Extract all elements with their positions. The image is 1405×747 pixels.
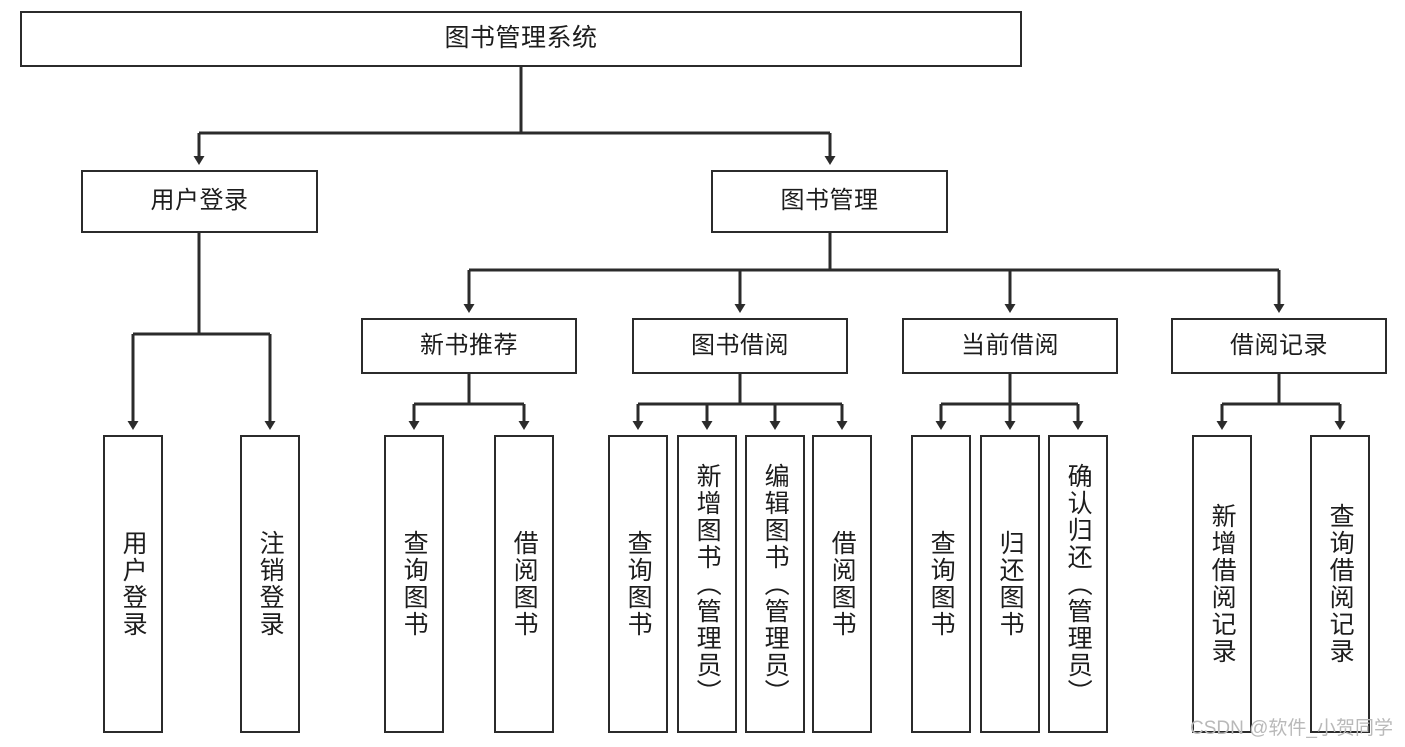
node-label: 图书管理系统 bbox=[444, 24, 598, 53]
node-label: 编辑图书（管理员） bbox=[761, 462, 790, 706]
csdn-watermark: CSDN @软件_小贺同学 bbox=[1190, 718, 1393, 739]
node-label: 用户登录 bbox=[119, 530, 148, 638]
leaf-book-borrow-borrow-books[interactable]: 借阅图书 bbox=[812, 435, 872, 733]
leaf-current-borrow-confirm-return-admin[interactable]: 确认归还（管理员） bbox=[1048, 435, 1108, 733]
node-label: 当前借阅 bbox=[961, 331, 1059, 359]
leaf-book-borrow-add-book-admin[interactable]: 新增图书（管理员） bbox=[677, 435, 737, 733]
node-label: 图书借阅 bbox=[691, 331, 789, 359]
node-label: 查询图书 bbox=[624, 530, 653, 638]
leaf-current-borrow-query-books[interactable]: 查询图书 bbox=[911, 435, 971, 733]
node-current-borrowing[interactable]: 当前借阅 bbox=[902, 318, 1118, 374]
node-root-book-management-system[interactable]: 图书管理系统 bbox=[20, 11, 1022, 67]
leaf-user-login-logout[interactable]: 注销登录 bbox=[240, 435, 300, 733]
leaf-book-borrow-edit-book-admin[interactable]: 编辑图书（管理员） bbox=[745, 435, 805, 733]
leaf-current-borrow-return-books[interactable]: 归还图书 bbox=[980, 435, 1040, 733]
node-label: 用户登录 bbox=[150, 187, 249, 215]
node-book-borrowing[interactable]: 图书借阅 bbox=[632, 318, 848, 374]
node-label: 注销登录 bbox=[256, 530, 285, 638]
node-label: 新书推荐 bbox=[420, 331, 518, 359]
leaf-book-borrow-query-books[interactable]: 查询图书 bbox=[608, 435, 668, 733]
node-book-management[interactable]: 图书管理 bbox=[711, 170, 948, 233]
leaf-borrow-record-query-record[interactable]: 查询借阅记录 bbox=[1310, 435, 1370, 733]
node-user-login[interactable]: 用户登录 bbox=[81, 170, 318, 233]
node-label: 借阅图书 bbox=[828, 530, 857, 638]
node-label: 确认归还（管理员） bbox=[1064, 462, 1093, 706]
node-label: 归还图书 bbox=[996, 530, 1025, 638]
node-label: 借阅图书 bbox=[510, 530, 539, 638]
node-new-book-recommendation[interactable]: 新书推荐 bbox=[361, 318, 577, 374]
leaf-borrow-record-add-record[interactable]: 新增借阅记录 bbox=[1192, 435, 1252, 733]
node-label: 新增借阅记录 bbox=[1208, 503, 1237, 665]
node-label: 新增图书（管理员） bbox=[693, 462, 722, 706]
node-label: 查询图书 bbox=[400, 530, 429, 638]
leaf-new-book-query-books[interactable]: 查询图书 bbox=[384, 435, 444, 733]
node-label: 查询借阅记录 bbox=[1326, 503, 1355, 665]
node-label: 查询图书 bbox=[927, 530, 956, 638]
node-borrowing-records[interactable]: 借阅记录 bbox=[1171, 318, 1387, 374]
node-label: 借阅记录 bbox=[1230, 331, 1328, 359]
node-label: 图书管理 bbox=[780, 187, 879, 215]
leaf-new-book-borrow-books[interactable]: 借阅图书 bbox=[494, 435, 554, 733]
leaf-user-login-login[interactable]: 用户登录 bbox=[103, 435, 163, 733]
